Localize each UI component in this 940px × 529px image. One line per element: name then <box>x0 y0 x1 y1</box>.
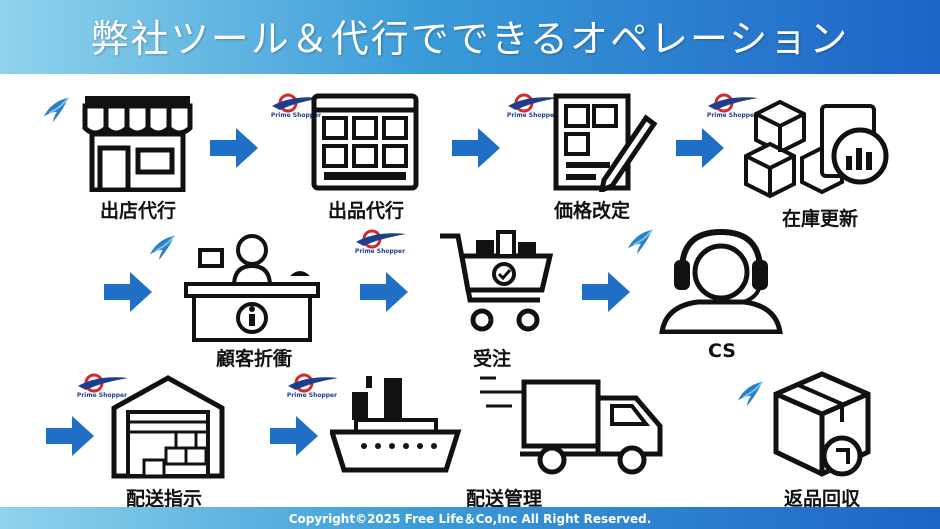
reception-desk-icon <box>182 228 322 342</box>
step-label-shipping-management: 配送管理 <box>465 488 543 510</box>
flow-arrow-icon <box>104 272 152 316</box>
prime-shopper-logo-icon: Prime Shopper <box>502 92 562 122</box>
wing-logo-icon <box>42 96 70 124</box>
shopping-cart-icon <box>436 228 556 334</box>
step-label-listing: 出品代行 <box>327 200 405 222</box>
copyright-text: Copyright©2025 Free Life＆Co,Inc All Righ… <box>288 512 652 526</box>
prime-shopper-logo-icon: Prime Shopper <box>350 228 410 258</box>
flow-arrow-icon <box>270 416 318 460</box>
flow-arrow-icon <box>46 416 94 460</box>
step-label-store-setup: 出店代行 <box>99 200 177 222</box>
step-label-repricing: 価格改定 <box>553 200 631 222</box>
prime-shopper-logo-icon: Prime Shopper <box>72 372 132 402</box>
flow-arrow-icon <box>452 128 500 172</box>
flow-arrow-icon <box>360 272 408 316</box>
price-edit-icon <box>548 92 658 192</box>
return-box-icon <box>772 370 872 480</box>
ship-truck-icon <box>330 374 690 478</box>
step-label-shipping-instruction: 配送指示 <box>125 488 203 510</box>
product-grid-icon <box>310 92 420 192</box>
flow-arrow-icon <box>676 128 724 172</box>
prime-shopper-logo-icon: Prime Shopper <box>282 372 342 402</box>
prime-shopper-logo-icon: Prime Shopper <box>266 92 326 122</box>
step-label-return-collection: 返品回収 <box>783 488 861 510</box>
step-label-customer-support: CS <box>708 340 736 362</box>
header-banner: 弊社ツール＆代行でできるオペレーション <box>0 0 940 74</box>
wing-logo-icon <box>736 380 764 408</box>
inventory-icon <box>742 94 892 202</box>
warehouse-icon <box>110 372 226 480</box>
support-headset-icon <box>656 222 786 334</box>
storefront-icon <box>80 92 195 192</box>
wing-logo-icon <box>626 228 654 256</box>
step-label-customer-negotiation: 顧客折衝 <box>215 348 293 370</box>
step-label-order-receipt: 受注 <box>472 348 512 370</box>
flow-arrow-icon <box>582 272 630 316</box>
page-title: 弊社ツール＆代行でできるオペレーション <box>90 17 850 61</box>
footer-banner: Copyright©2025 Free Life＆Co,Inc All Righ… <box>0 507 940 529</box>
step-label-inventory-update: 在庫更新 <box>781 208 859 230</box>
prime-shopper-logo-icon: Prime Shopper <box>702 92 762 122</box>
wing-logo-icon <box>148 234 176 262</box>
flow-arrow-icon <box>210 128 258 172</box>
